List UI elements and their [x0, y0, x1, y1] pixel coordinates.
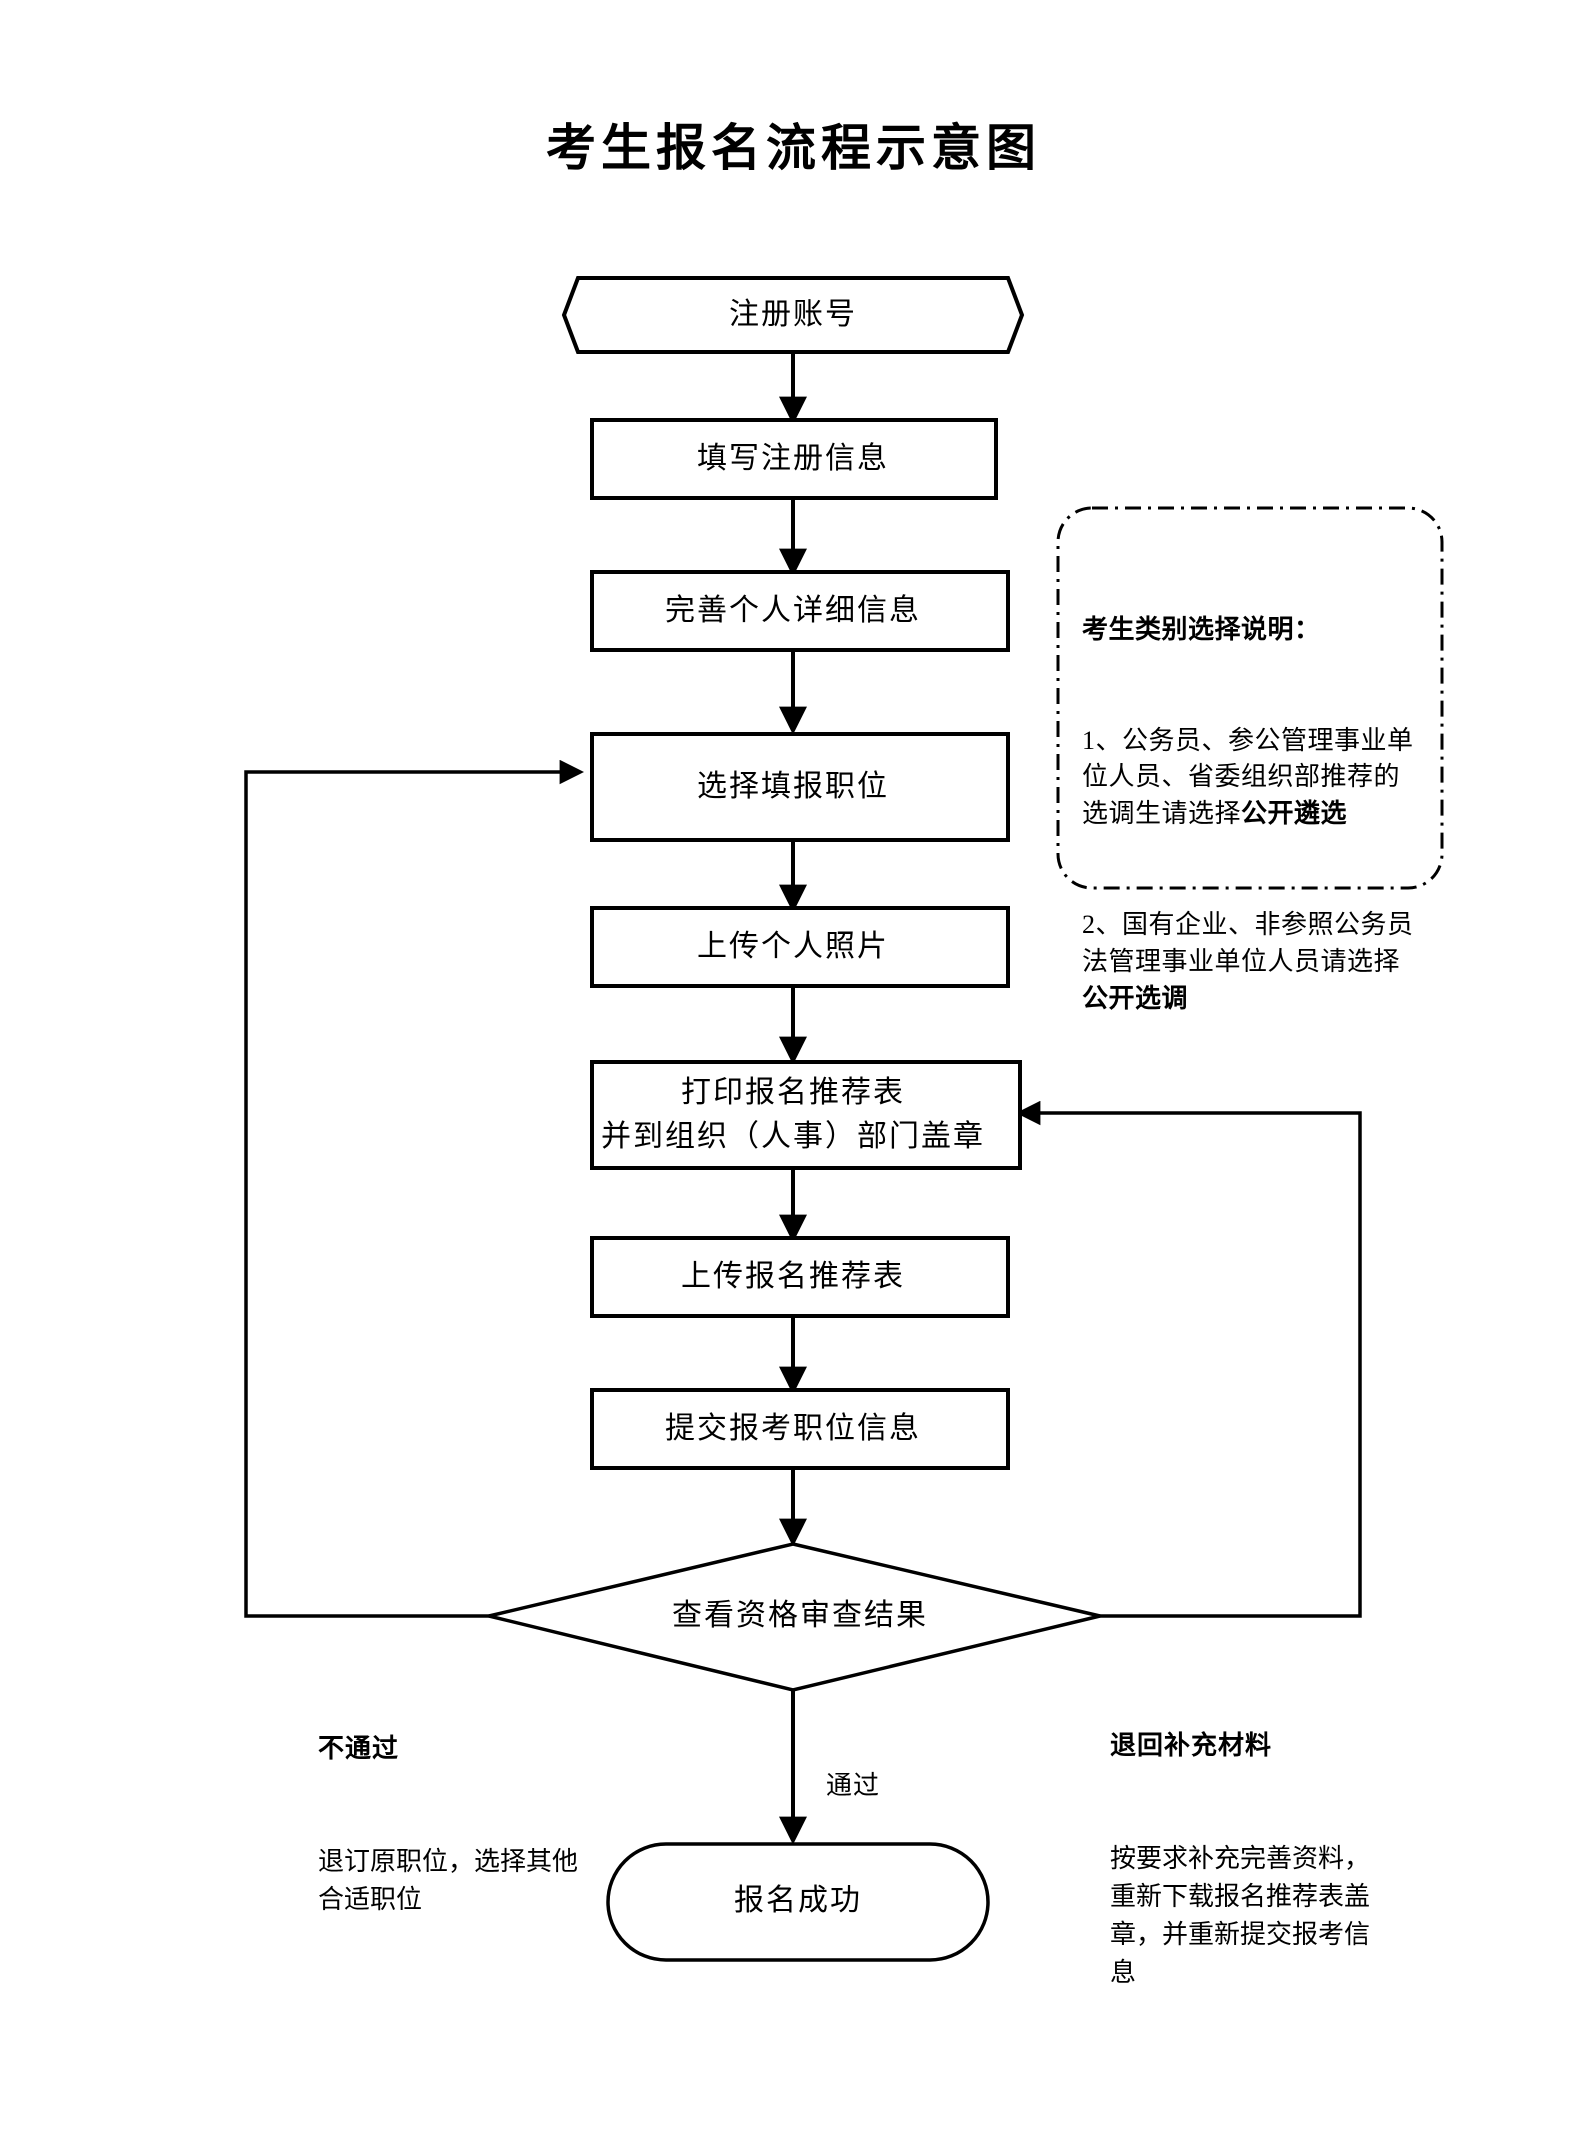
node-success-label: 报名成功	[734, 1884, 862, 1917]
node-success-shape	[606, 1842, 990, 1962]
node-complete-info-label: 完善个人详细信息	[665, 594, 921, 627]
page-title: 考生报名流程示意图	[546, 120, 1041, 176]
node-submit-info[interactable]: 提交报考职位信息	[590, 1388, 1010, 1470]
node-upload-photo[interactable]: 上传个人照片	[590, 906, 1010, 988]
note-item-2-text: 2、国有企业、非参照公务员法管理事业单位人员请选择	[1082, 910, 1414, 976]
node-upload-photo-label: 上传个人照片	[697, 930, 889, 963]
node-submit-info-shape	[590, 1388, 1010, 1470]
node-register[interactable]: 注册账号	[561, 276, 1025, 354]
note-item-1-text: 1、公务员、参公管理事业单位人员、省委组织部推荐的选调生请选择	[1082, 725, 1414, 829]
note-heading: 考生类别选择说明：	[1082, 614, 1321, 644]
node-success[interactable]: 报名成功	[606, 1842, 990, 1962]
node-fill-register-shape	[590, 418, 998, 500]
branch-returned-annotation: 退回补充材料 按要求补充完善资料，重新下载报名推荐表盖章，并重新提交报考信息	[1110, 1652, 1380, 2067]
note-item-1-emphasis: 公开遴选	[1241, 799, 1348, 829]
node-upload-form-shape	[590, 1236, 1010, 1318]
edge-returned-loop	[1015, 1100, 1362, 1618]
node-fill-register-label: 填写注册信息	[697, 442, 889, 475]
branch-fail-body: 退订原职位，选择其他合适职位	[318, 1847, 579, 1915]
node-print-form[interactable]: 打印报名推荐表 并到组织（人事）部门盖章	[590, 1060, 1022, 1170]
node-select-position[interactable]: 选择填报职位	[590, 732, 1010, 842]
node-register-label: 注册账号	[729, 298, 857, 331]
branch-returned-heading: 退回补充材料	[1110, 1731, 1273, 1761]
note-item-2-emphasis: 公开选调	[1082, 983, 1189, 1013]
note-item-1: 1、公务员、参公管理事业单位人员、省委组织部推荐的选调生请选择公开遴选	[1082, 723, 1414, 834]
node-review-result-label: 查看资格审查结果	[672, 1599, 928, 1632]
branch-fail-heading: 不通过	[318, 1734, 400, 1764]
node-select-position-shape	[590, 732, 1010, 842]
connector-group	[244, 352, 1362, 1845]
node-print-form-shape	[590, 1060, 1022, 1170]
candidate-category-note: 考生类别选择说明： 1、公务员、参公管理事业单位人员、省委组织部推荐的选调生请选…	[1082, 538, 1414, 1092]
note-item-2: 2、国有企业、非参照公务员法管理事业单位人员请选择公开选调	[1082, 907, 1414, 1018]
branch-fail-annotation: 不通过 退订原职位，选择其他合适职位	[318, 1655, 578, 1994]
node-print-form-label-line1: 打印报名推荐表	[681, 1076, 905, 1109]
node-print-form-label-line2: 并到组织（人事）部门盖章	[601, 1120, 985, 1153]
node-complete-info[interactable]: 完善个人详细信息	[590, 570, 1010, 652]
node-fill-register[interactable]: 填写注册信息	[590, 418, 998, 500]
edge-label-pass: 通过	[826, 1771, 881, 1800]
node-review-result-shape	[488, 1542, 1101, 1692]
node-upload-form-label: 上传报名推荐表	[681, 1260, 905, 1293]
note-callout-frame	[1056, 506, 1444, 890]
node-upload-photo-shape	[590, 906, 1010, 988]
node-select-position-label: 选择填报职位	[697, 770, 889, 803]
node-review-result[interactable]: 查看资格审查结果	[488, 1542, 1101, 1692]
node-complete-info-shape	[590, 570, 1010, 652]
node-submit-info-label: 提交报考职位信息	[665, 1412, 921, 1445]
edge-fail-loop	[244, 759, 585, 1618]
node-register-shape	[561, 276, 1025, 354]
node-upload-form[interactable]: 上传报名推荐表	[590, 1236, 1010, 1318]
branch-returned-body: 按要求补充完善资料，重新下载报名推荐表盖章，并重新提交报考信息	[1110, 1844, 1371, 1987]
